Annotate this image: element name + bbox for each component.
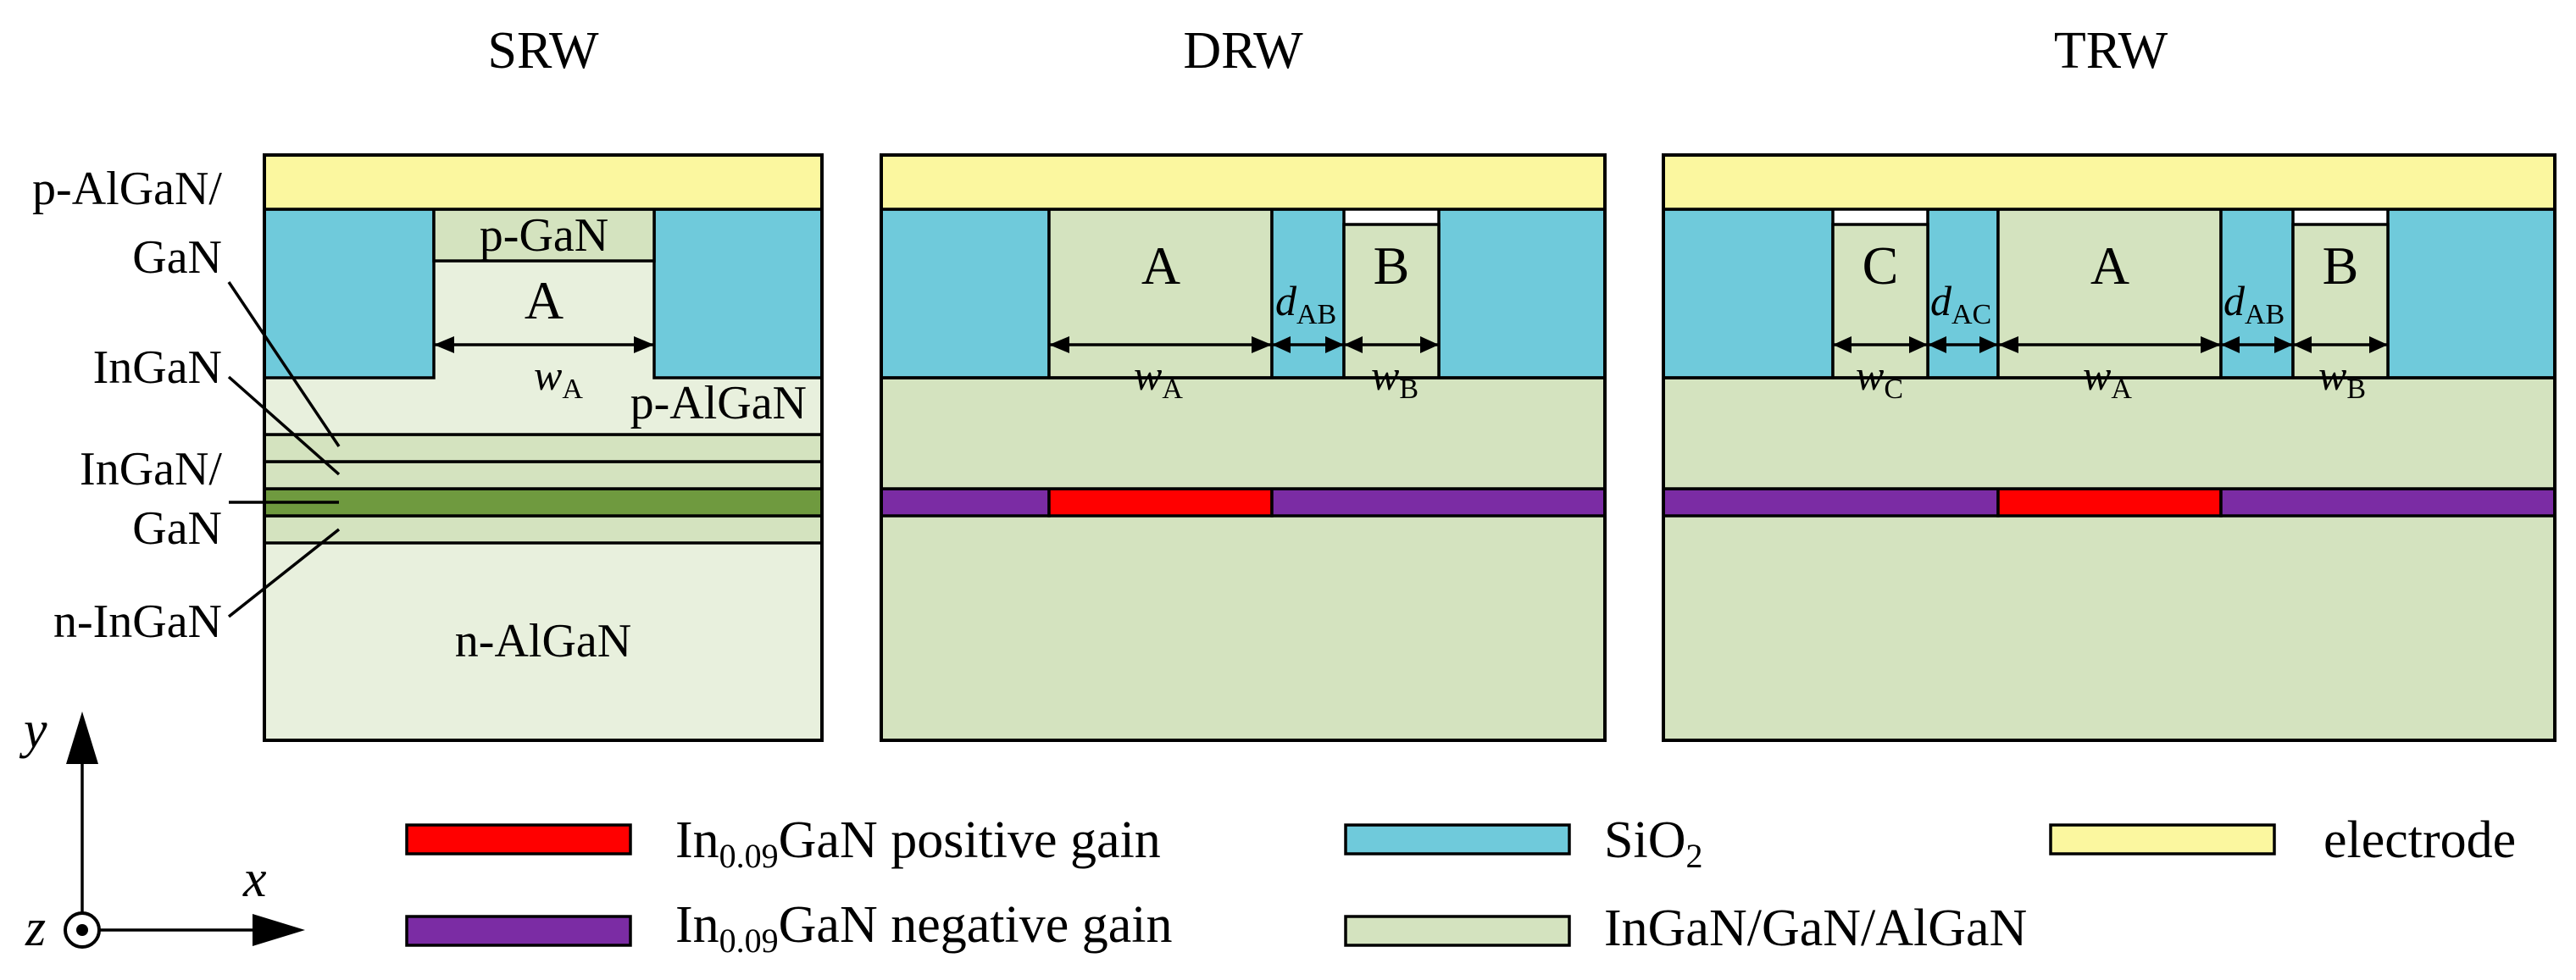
trw-electrode xyxy=(1662,153,2557,211)
panel-title-trw: TRW xyxy=(2054,22,2168,80)
drw-wb-label: wB xyxy=(1371,352,1418,405)
srw-layer-ingan-waveguide xyxy=(263,460,824,490)
drw-dab-label: dAB xyxy=(1275,277,1336,330)
legend: In0.09GaN positive gain In0.09GaN negati… xyxy=(405,811,2516,960)
callout-leader-2 xyxy=(227,375,341,476)
trw-panel: C A B wC dAC wA dAB wB xyxy=(1662,153,2557,742)
srw-wa-label: wA xyxy=(534,352,583,405)
srw-sio2-left xyxy=(263,208,436,379)
trw-lower-nitride xyxy=(1663,516,2555,740)
callout-leader-1 xyxy=(227,281,341,447)
legend-label-sio2: SiO2 xyxy=(1604,811,1702,875)
srw-ridge-a xyxy=(434,261,654,378)
srw-electrode xyxy=(263,153,824,211)
srw-n-algan-label: n-AlGaN xyxy=(455,615,631,667)
srw-substrate-n-algan xyxy=(264,543,822,740)
trw-positive-gain xyxy=(1996,487,2223,518)
drw-electrode xyxy=(880,153,1607,211)
legend-label-electrode: electrode xyxy=(2323,811,2516,869)
y-arrow-head xyxy=(66,711,98,764)
trw-dab-label: dAB xyxy=(2223,277,2285,330)
axis-x-label: x xyxy=(242,850,267,908)
drw-negative-gain-right xyxy=(1270,487,1607,518)
srw-layer-mqw xyxy=(263,487,824,518)
callout-leader-4 xyxy=(227,528,341,618)
trw-dac-label: dAC xyxy=(1930,277,1991,330)
callout-p-algan-gan-line2: GaN xyxy=(132,231,222,284)
drw-positive-gain xyxy=(1047,487,1274,518)
drw-upper-nitride xyxy=(880,376,1607,490)
axis-y-label: y xyxy=(19,701,47,759)
drw-ridge-a-label: A xyxy=(1141,235,1180,296)
drw-sio2-right xyxy=(1437,208,1607,379)
srw-sio2-right xyxy=(652,208,824,379)
legend-label-positive-gain: In0.09GaN positive gain xyxy=(675,811,1161,875)
legend-swatch-sio2 xyxy=(1344,823,1571,855)
x-arrow-head xyxy=(253,914,305,946)
trw-ridge-c-label: C xyxy=(1863,235,1899,296)
trw-negative-gain-right xyxy=(2219,487,2557,518)
panel-title-drw: DRW xyxy=(1183,22,1303,80)
callout-ingan-gan-line1: InGaN/ xyxy=(80,443,222,496)
trw-wa-label: wA xyxy=(2083,352,2132,405)
trw-ridge-a-label: A xyxy=(2090,235,2129,296)
drw-wa-label: wA xyxy=(1134,352,1183,405)
srw-layer-n-ingan xyxy=(263,514,824,545)
srw-layer-p-algan xyxy=(264,378,822,435)
trw-wc-label: wC xyxy=(1856,352,1903,405)
legend-label-negative-gain: In0.09GaN negative gain xyxy=(675,896,1172,960)
legend-swatch-negative-gain xyxy=(405,915,632,947)
drw-negative-gain-left xyxy=(880,487,1051,518)
legend-swatch-nitride xyxy=(1344,915,1571,947)
trw-sio2-right xyxy=(2386,208,2557,379)
drw-lower-nitride xyxy=(881,516,1605,740)
srw-panel: p-GaN A p-AlGaN n-AlGaN wA p-AlGaN/ GaN … xyxy=(32,153,824,742)
coordinate-axes: y x z xyxy=(19,701,305,957)
trw-wb-label: wB xyxy=(2318,352,2366,405)
callout-ingan: InGaN xyxy=(93,341,222,394)
srw-p-gan-label: p-GaN xyxy=(480,209,608,262)
drw-panel: A B wA dAB wB xyxy=(880,153,1607,742)
trw-negative-gain-left xyxy=(1662,487,2000,518)
srw-ridge-a-label: A xyxy=(525,270,564,330)
legend-swatch-positive-gain xyxy=(405,823,632,855)
srw-layer-p-algan-gan xyxy=(263,433,824,463)
legend-swatch-electrode xyxy=(2049,823,2276,855)
callout-p-algan-gan-line1: p-AlGaN/ xyxy=(32,163,222,215)
drw-sio2-left xyxy=(880,208,1051,379)
trw-ridge-c xyxy=(1831,223,1929,379)
axis-z-label: z xyxy=(25,900,46,957)
drw-ridge-b-label: B xyxy=(1374,235,1410,296)
trw-ridge-b-label: B xyxy=(2323,235,2359,296)
drw-ridge-b xyxy=(1342,223,1441,379)
legend-label-nitride: InGaN/GaN/AlGaN xyxy=(1604,900,2027,957)
trw-sio2-left xyxy=(1662,208,1835,379)
callout-n-ingan: n-InGaN xyxy=(53,595,222,648)
srw-p-algan-label: p-AlGaN xyxy=(630,377,807,429)
panel-title-srw: SRW xyxy=(488,22,599,80)
callout-ingan-gan-line2: GaN xyxy=(132,502,222,555)
